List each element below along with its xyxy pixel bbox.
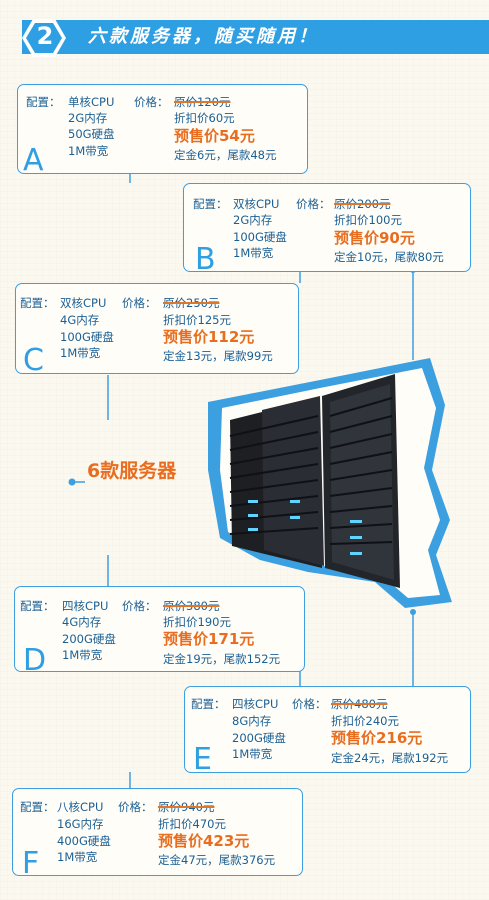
card-letter: E bbox=[193, 742, 212, 777]
bandwidth-spec: 1M带宽 bbox=[232, 747, 273, 761]
card-b bbox=[183, 183, 471, 272]
original-price: 原价940元 bbox=[158, 800, 215, 814]
card-f bbox=[12, 788, 303, 876]
discount-price: 折扣价240元 bbox=[331, 714, 399, 728]
original-price: 原价120元 bbox=[174, 95, 231, 109]
config-label: 配置： bbox=[191, 697, 226, 711]
disk-spec: 400G硬盘 bbox=[57, 834, 111, 848]
price-label: 价格： bbox=[122, 296, 157, 310]
price-label: 价格： bbox=[118, 800, 153, 814]
disk-spec: 200G硬盘 bbox=[232, 731, 286, 745]
card-letter: C bbox=[23, 343, 44, 378]
ram-spec: 8G内存 bbox=[232, 714, 272, 728]
ram-spec: 4G内存 bbox=[62, 615, 102, 629]
disk-spec: 50G硬盘 bbox=[68, 127, 115, 141]
ram-spec: 4G内存 bbox=[60, 313, 100, 327]
ram-spec: 16G内存 bbox=[57, 817, 104, 831]
deposit-info: 定金6元，尾款48元 bbox=[174, 148, 277, 162]
presale-price: 预售价171元 bbox=[163, 630, 255, 648]
card-d bbox=[14, 586, 305, 672]
cpu-spec: 单核CPU bbox=[68, 95, 115, 109]
section-number: 2 bbox=[36, 22, 54, 50]
price-label: 价格： bbox=[296, 197, 331, 211]
disk-spec: 100G硬盘 bbox=[60, 330, 114, 344]
card-letter: B bbox=[195, 242, 216, 277]
cpu-spec: 双核CPU bbox=[233, 197, 280, 211]
center-label: 6款服务器 bbox=[87, 460, 177, 482]
discount-price: 折扣价190元 bbox=[163, 615, 231, 629]
original-price: 原价380元 bbox=[163, 599, 220, 613]
deposit-info: 定金19元，尾款152元 bbox=[163, 652, 281, 666]
card-letter: D bbox=[23, 643, 47, 678]
discount-price: 折扣价470元 bbox=[158, 817, 226, 831]
config-label: 配置： bbox=[193, 197, 228, 211]
bandwidth-spec: 1M带宽 bbox=[57, 850, 98, 864]
section-title: 六款服务器，随买随用！ bbox=[88, 26, 319, 47]
cpu-spec: 八核CPU bbox=[57, 800, 104, 814]
config-label: 配置： bbox=[26, 95, 61, 109]
config-label: 配置： bbox=[20, 800, 55, 814]
ram-spec: 2G内存 bbox=[68, 111, 108, 125]
discount-price: 折扣价60元 bbox=[174, 111, 235, 125]
bandwidth-spec: 1M带宽 bbox=[233, 246, 274, 260]
header-banner bbox=[22, 20, 489, 54]
disk-spec: 100G硬盘 bbox=[233, 230, 287, 244]
presale-price: 预售价54元 bbox=[174, 127, 255, 145]
price-label: 价格： bbox=[292, 697, 327, 711]
deposit-info: 定金47元，尾款376元 bbox=[158, 853, 276, 867]
discount-price: 折扣价100元 bbox=[334, 213, 402, 227]
config-label: 配置： bbox=[20, 296, 55, 310]
original-price: 原价200元 bbox=[334, 197, 391, 211]
disk-spec: 200G硬盘 bbox=[62, 632, 116, 646]
card-e bbox=[184, 686, 471, 773]
deposit-info: 定金24元，尾款192元 bbox=[331, 751, 449, 765]
bandwidth-spec: 1M带宽 bbox=[60, 346, 101, 360]
original-price: 原价480元 bbox=[331, 697, 388, 711]
deposit-info: 定金10元，尾款80元 bbox=[334, 250, 444, 264]
presale-price: 预售价112元 bbox=[163, 328, 255, 346]
card-letter: F bbox=[22, 846, 40, 881]
cpu-spec: 双核CPU bbox=[60, 296, 107, 310]
discount-price: 折扣价125元 bbox=[163, 313, 231, 327]
cpu-spec: 四核CPU bbox=[62, 599, 109, 613]
price-label: 价格： bbox=[122, 599, 157, 613]
bandwidth-spec: 1M带宽 bbox=[62, 648, 103, 662]
server-rack-illustration bbox=[208, 358, 452, 608]
hexagon-badge-icon bbox=[22, 19, 66, 57]
presale-price: 预售价216元 bbox=[331, 729, 423, 747]
presale-price: 预售价90元 bbox=[334, 229, 415, 247]
config-label: 配置： bbox=[20, 599, 55, 613]
ram-spec: 2G内存 bbox=[233, 213, 273, 227]
original-price: 原价250元 bbox=[163, 296, 220, 310]
price-label: 价格： bbox=[134, 95, 169, 109]
presale-price: 预售价423元 bbox=[158, 832, 250, 850]
cpu-spec: 四核CPU bbox=[232, 697, 279, 711]
card-letter: A bbox=[23, 143, 44, 178]
card-a bbox=[17, 84, 308, 174]
card-c bbox=[15, 283, 299, 374]
bandwidth-spec: 1M带宽 bbox=[68, 144, 109, 158]
deposit-info: 定金13元，尾款99元 bbox=[163, 349, 273, 363]
